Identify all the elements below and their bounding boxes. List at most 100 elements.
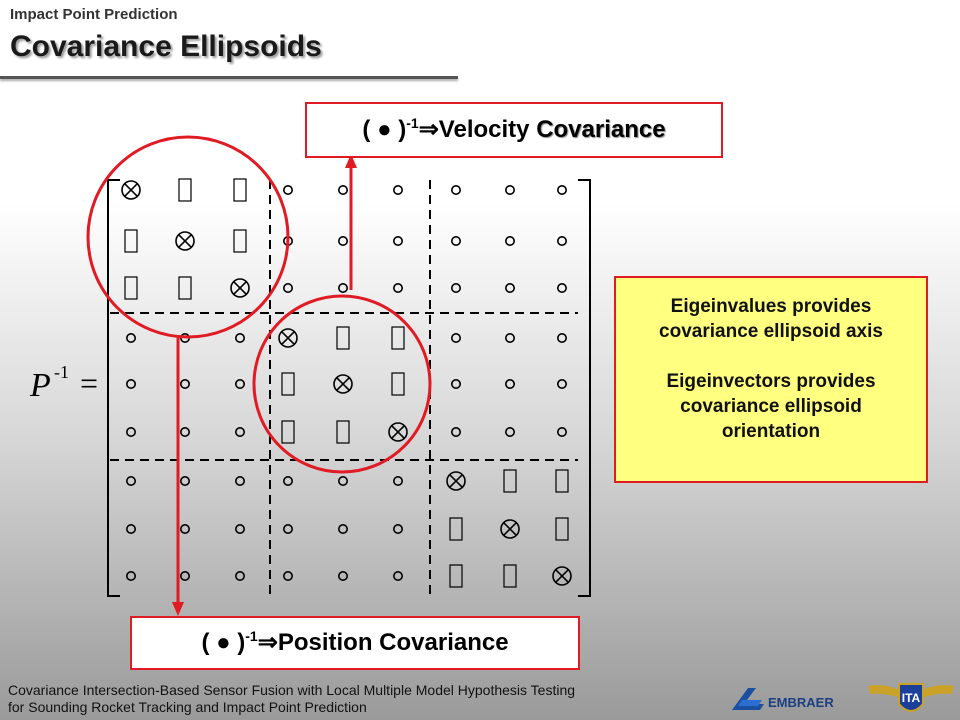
diag-cross-circle [388,422,408,442]
zero-entry-circle [556,332,567,343]
zero-entry-circle [392,236,403,247]
offdiag-placeholder-box [124,276,138,300]
zero-entry-circle [337,475,348,486]
zero-entry-circle [235,332,246,343]
zero-entry-circle [180,523,191,534]
zero-entry-circle [450,282,461,293]
info-line-5: orientation [721,421,821,442]
velocity-label-word1: Velocity [438,116,537,143]
position-label-text: Position Covariance [277,629,509,656]
zero-entry-circle [392,523,403,534]
zero-entry-circle [180,475,191,486]
velocity-block-circle [252,294,432,474]
zero-entry-circle [337,523,348,534]
zero-entry-circle [235,426,246,437]
zero-entry-circle [235,523,246,534]
diag-cross-circle [500,519,520,539]
matrix-cells [121,178,572,588]
zero-entry-circle [337,570,348,581]
zero-entry-circle [450,378,461,389]
zero-entry-circle [235,475,246,486]
zero-entry-circle [337,282,348,293]
zero-entry-circle [337,185,348,196]
zero-entry-circle [504,282,515,293]
velocity-covariance-label: ( ● )-1⇒Velocity Covariance [305,102,723,158]
zero-entry-circle [337,236,348,247]
offdiag-placeholder-box [281,372,295,396]
matrix-symbol: P [29,367,51,404]
position-label-sup: -1 [245,628,258,644]
offdiag-placeholder-box [178,276,192,300]
zero-entry-circle [282,523,293,534]
diag-cross-circle [446,471,466,491]
offdiag-placeholder-box [233,178,247,202]
zero-entry-circle [450,185,461,196]
matrix-equals: = [80,365,98,401]
zero-entry-circle [556,282,567,293]
position-block-circle [86,135,290,339]
position-label-prefix: ( ● ) [201,629,246,656]
diag-cross-circle [278,328,298,348]
diag-cross-circle [230,278,250,298]
offdiag-placeholder-box [336,420,350,444]
velocity-label-word2: Covariance [536,116,666,143]
zero-entry-circle [504,378,515,389]
zero-entry-circle [556,236,567,247]
position-arrow-head [172,602,184,616]
offdiag-placeholder-box [124,229,138,253]
footer-line-2: for Sounding Rocket Tracking and Impact … [8,699,367,715]
zero-entry-circle [235,378,246,389]
offdiag-placeholder-box [233,229,247,253]
velocity-label-sup: -1 [406,115,419,131]
left-bracket [107,179,120,597]
offdiag-placeholder-box [555,469,569,493]
info-line-4: covariance ellipsoid [680,396,862,417]
zero-entry-circle [126,475,137,486]
offdiag-placeholder-box [336,326,350,350]
info-line-1: Eigeinvalues provides [670,296,872,317]
zero-entry-circle [180,426,191,437]
footer-line-1: Covariance Intersection-Based Sensor Fus… [8,682,576,698]
zero-entry-circle [180,378,191,389]
zero-entry-circle [282,185,293,196]
zero-entry-circle [392,185,403,196]
ita-logo-text: ITA [902,691,921,705]
offdiag-placeholder-box [281,420,295,444]
zero-entry-circle [450,332,461,343]
zero-entry-circle [392,570,403,581]
zero-entry-circle [556,378,567,389]
diag-cross-circle [552,566,572,586]
footer-citation: Covariance Intersection-Based Sensor Fus… [8,682,575,716]
title-divider [0,76,458,79]
zero-entry-circle [282,475,293,486]
zero-entry-circle [504,236,515,247]
zero-entry-circle [504,332,515,343]
section-kicker: Impact Point Prediction [10,6,178,23]
zero-entry-circle [282,570,293,581]
matrix-exponent: -1 [54,362,69,382]
offdiag-placeholder-box [391,326,405,350]
diag-cross-circle [333,374,353,394]
info-line-3: Eigeinvectors provides [666,371,876,392]
embraer-logo-text: EMBRAER [768,695,834,710]
velocity-label-arrow: ⇒ [418,116,439,143]
zero-entry-circle [126,523,137,534]
zero-entry-circle [556,185,567,196]
zero-entry-circle [556,426,567,437]
zero-entry-circle [392,475,403,486]
diag-cross-circle [175,231,195,251]
zero-entry-circle [235,570,246,581]
eigen-info-box: Eigeinvalues provides covariance ellipso… [614,276,928,483]
offdiag-placeholder-box [503,564,517,588]
zero-entry-circle [180,570,191,581]
offdiag-placeholder-box [178,178,192,202]
ita-logo: ITA [868,683,954,712]
offdiag-placeholder-box [449,517,463,541]
offdiag-placeholder-box [503,469,517,493]
velocity-label-prefix: ( ● ) [362,116,407,143]
zero-entry-circle [450,426,461,437]
info-line-2: covariance ellipsoid axis [659,321,883,342]
zero-entry-circle [282,282,293,293]
zero-entry-circle [392,282,403,293]
